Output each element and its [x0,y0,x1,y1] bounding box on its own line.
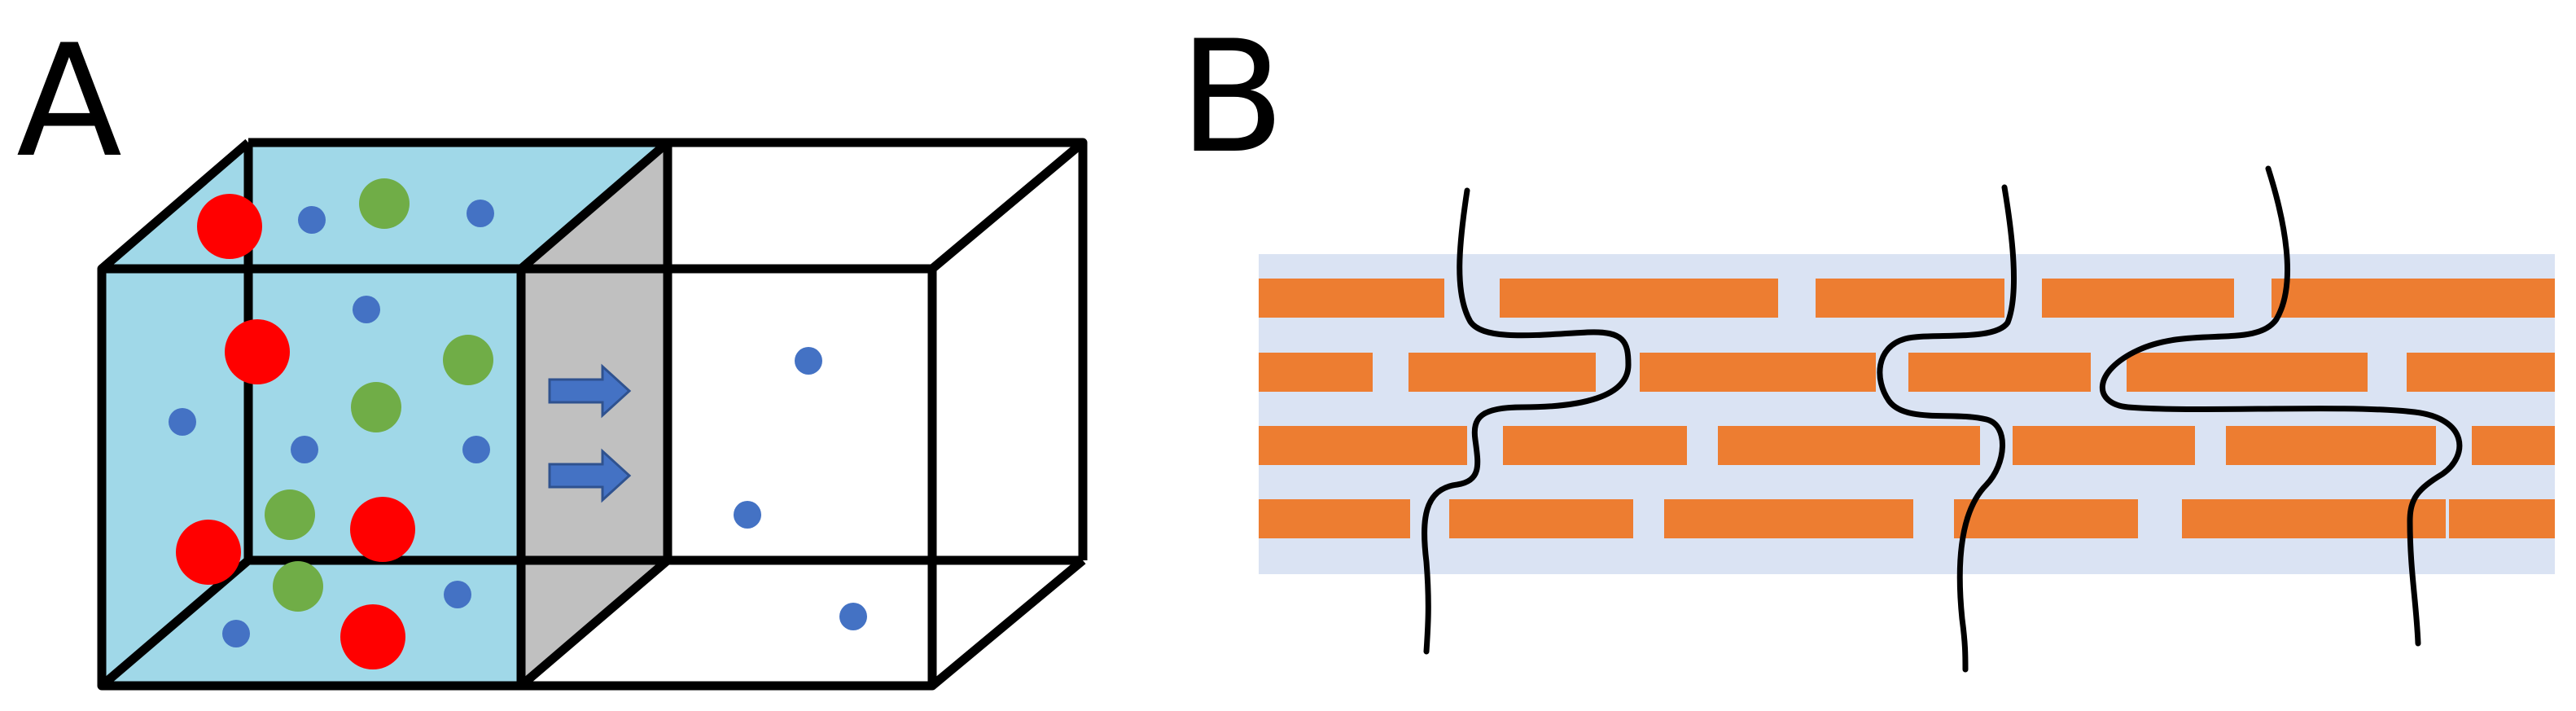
green-circle-icon [443,335,493,385]
brick-row-3 [1259,426,2555,465]
blue-dot-icon [795,347,822,375]
box-outline [97,138,1088,691]
flow-arrows [548,363,632,503]
brick [2127,353,2368,392]
blue-dot-icon [444,581,471,608]
right-arrow-icon [548,448,632,503]
panel-a-label: A [16,11,122,191]
brick [1664,499,1913,538]
blue-dot-icon [734,501,761,529]
brick [1640,353,1876,392]
blue-dot-icon [467,200,494,227]
brick [1954,499,2138,538]
large-particles [176,194,415,669]
green-circle-icon [273,561,323,612]
tortuous-path-3 [2099,165,2463,647]
tortuous-path-2 [1877,184,2017,673]
brick [1816,279,2004,318]
red-circle-icon [225,319,290,384]
membrane [521,143,668,686]
solution-chamber-front [102,269,521,686]
panel-b: B [1179,7,2555,673]
brick [2407,353,2555,392]
diffusion-pathways [1422,165,2463,673]
blue-dot-icon [298,206,326,234]
medium-particles [265,178,493,612]
brick [2472,426,2555,465]
red-circle-icon [350,497,415,562]
brick [2182,499,2446,538]
brick [2013,426,2195,465]
green-circle-icon [351,382,401,432]
red-circle-icon [197,194,262,259]
brick [2042,279,2234,318]
brick-row-1 [1259,279,2555,318]
blue-dot-icon [169,408,196,436]
blue-dot-icon [462,436,490,463]
brick [2449,499,2555,538]
red-circle-icon [176,520,241,585]
brick [2272,279,2555,318]
tortuous-path-1 [1422,187,1632,655]
green-circle-icon [265,489,315,540]
brick [1908,353,2091,392]
blue-dot-icon [839,603,867,630]
panel-a: A [16,11,1088,691]
brick [1408,353,1596,392]
brick-row-4 [1259,499,2555,538]
green-circle-icon [359,178,410,229]
brick-row-2 [1259,353,2555,392]
brick [1500,279,1778,318]
brick [1718,426,1980,465]
blue-dot-icon [222,620,250,647]
red-circle-icon [340,604,405,669]
brick [1503,426,1687,465]
brick-and-mortar-layer [1259,165,2555,673]
blue-dot-icon [353,296,380,323]
brick [1259,279,1444,318]
brick [2226,426,2436,465]
right-arrow-icon [548,363,632,419]
brick [1259,426,1467,465]
small-particles [169,200,867,647]
panel-b-label: B [1179,7,1285,187]
blue-dot-icon [291,436,318,463]
brick [1259,499,1410,538]
brick [1259,353,1373,392]
brick [1449,499,1633,538]
diffusion-box [97,138,1088,691]
